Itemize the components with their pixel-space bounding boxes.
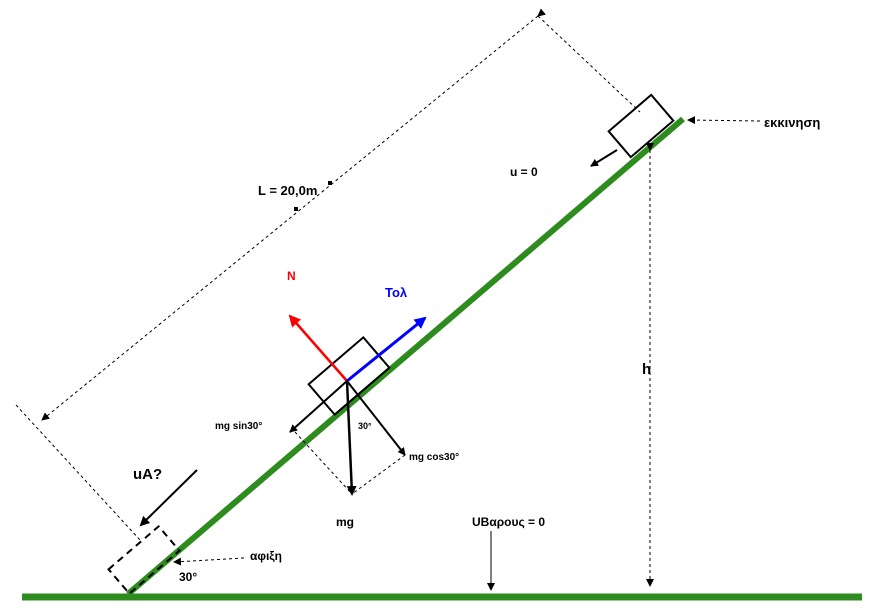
middle-block xyxy=(307,335,391,417)
start-velocity-arrow xyxy=(590,149,618,167)
final-velocity-label: uA? xyxy=(133,466,162,483)
weight-perpendicular-arrow xyxy=(346,380,406,456)
weight-label: mg xyxy=(336,515,354,529)
start-label: εκκινηση xyxy=(764,115,820,130)
arrival-pointer-arrow xyxy=(173,557,245,566)
length-extension-top xyxy=(537,15,641,113)
weight-parallel-label: mg sin30° xyxy=(215,421,262,432)
length-marker-dot-2 xyxy=(294,207,298,211)
potential-zero-label: UΒαρους = 0 xyxy=(472,515,545,529)
weight-arrow xyxy=(345,380,357,496)
height-label: h xyxy=(642,361,651,378)
start-block xyxy=(607,93,675,159)
component-guide-1 xyxy=(294,431,353,495)
length-dimension-line xyxy=(41,8,546,421)
start-pointer-arrow xyxy=(687,116,761,125)
arrival-block xyxy=(107,524,181,596)
arrival-label: αφιξη xyxy=(250,549,282,563)
inner-angle-label: 30° xyxy=(358,421,372,431)
final-velocity-arrow xyxy=(139,469,198,527)
initial-velocity-label: u = 0 xyxy=(510,165,538,179)
normal-force-label: N xyxy=(287,269,296,283)
length-extension-bottom xyxy=(15,404,141,541)
friction-force-label: Τολ xyxy=(385,285,408,300)
component-guide-2 xyxy=(351,454,406,495)
incline-angle-label: 30° xyxy=(179,570,197,584)
length-marker-dot-1 xyxy=(328,181,332,185)
incline-line xyxy=(126,116,685,597)
friction-force-arrow xyxy=(346,316,427,383)
weight-perpendicular-label: mg cos30° xyxy=(409,452,459,463)
normal-force-arrow xyxy=(288,314,348,382)
length-label: L = 20,0m xyxy=(258,183,317,198)
weight-parallel-arrow xyxy=(289,380,348,433)
